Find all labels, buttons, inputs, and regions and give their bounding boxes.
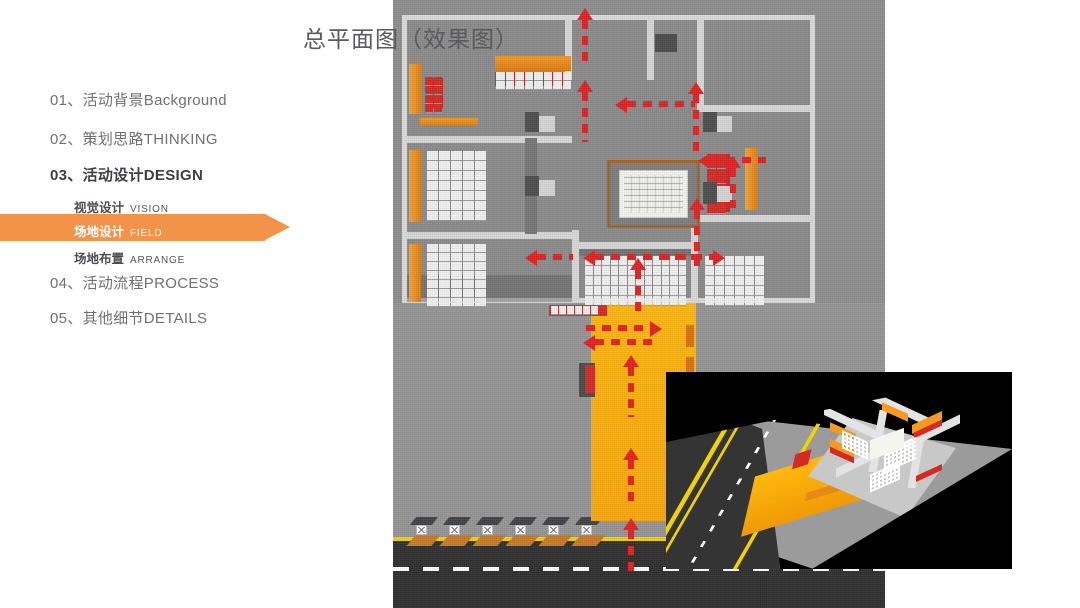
kiosk [535, 180, 555, 196]
central-exhibit-platform [607, 160, 700, 228]
flow-arrow-up [623, 518, 639, 578]
sidebar-item-01[interactable]: 01、活动背景Background [50, 92, 227, 109]
flow-arrow-up [623, 355, 639, 417]
corridor-side-banner [585, 365, 595, 393]
flow-arrow-left [615, 96, 695, 113]
flow-arrow-right [661, 249, 725, 266]
slide-margin-right-top [885, 0, 1080, 372]
corridor-text-strip [686, 357, 694, 379]
chairs-stage [496, 72, 571, 89]
kiosk-shadow [525, 112, 539, 132]
main-stage-banner [495, 56, 571, 71]
flow-arrow-left [583, 249, 703, 266]
corridor-counter-chairs [551, 306, 598, 314]
partition-wall [572, 230, 579, 302]
highlight-arrow-tip-icon [265, 214, 290, 240]
flow-arrow-up [725, 156, 741, 208]
subitem-arrange-cn: 场地布置 [74, 252, 125, 266]
corner-shadow [655, 34, 677, 52]
exhibit-display-board [619, 170, 688, 218]
flag-icon [406, 516, 441, 548]
flag-icon [505, 516, 540, 548]
subitem-vision-cn: 视觉设计 [74, 201, 125, 215]
chairs-topleft [425, 77, 442, 112]
curb-yellow-line [393, 537, 885, 541]
partition-wall [697, 215, 812, 222]
flag-banner-row [406, 516, 606, 548]
kiosk-shadow [703, 112, 717, 132]
stage-backdrop-midleft [409, 150, 421, 222]
stage-backdrop-topleft [409, 64, 422, 114]
kiosk [535, 116, 555, 132]
flow-arrow-up [630, 258, 646, 314]
partition-wall [697, 105, 812, 112]
chairs-midleft [427, 151, 486, 220]
partition-wall [407, 232, 572, 239]
partition-wall [697, 20, 704, 112]
kiosk [712, 116, 732, 132]
subitem-field-en: FIELD [130, 228, 163, 239]
kiosk [712, 186, 732, 202]
sidebar-item-05[interactable]: 05、其他细节DETAILS [50, 310, 208, 327]
flow-arrow-up [623, 448, 639, 506]
flag-icon [538, 516, 573, 548]
flow-arrow-left [583, 334, 655, 351]
flow-arrow-up [577, 8, 593, 66]
sidebar-item-03[interactable]: 03、活动设计DESIGN [50, 167, 204, 184]
subitem-field-cn: 场地设计 [74, 225, 125, 239]
subitem-vision-en: VISION [130, 204, 169, 215]
kiosk-shadow [525, 176, 539, 196]
highlight-bar-body [0, 214, 265, 241]
slide-margin-right-bottom [885, 569, 1080, 608]
flow-arrow-up [688, 82, 704, 152]
flow-arrow-right [586, 320, 662, 337]
hall-front-wall [579, 242, 691, 249]
corridor-text-strip [686, 325, 694, 347]
active-subitem-highlight [0, 214, 290, 241]
chairs-bottomleft [427, 244, 486, 306]
chairs-center-hall [585, 256, 686, 305]
flag-icon [571, 516, 606, 548]
partition-wall [565, 20, 572, 80]
sidebar-subitem-arrange[interactable]: 场地布置 ARRANGE [74, 248, 185, 267]
wall-shadow [579, 248, 691, 256]
inset-3d-render [666, 372, 1012, 569]
flow-arrow-left [525, 249, 573, 266]
partition-wall [647, 20, 654, 80]
flag-icon [439, 516, 474, 548]
sidebar-subitem-vision[interactable]: 视觉设计 VISION [74, 197, 169, 216]
stage-backdrop-midright [745, 148, 758, 210]
partition-wall [407, 136, 572, 143]
road-lane-dashes [393, 567, 885, 571]
kiosk-shadow [703, 182, 717, 204]
stage-backdrop-bottomleft [409, 244, 421, 302]
sidebar-nav: 01、活动背景Background 02、策划思路THINKING 03、活动设… [0, 0, 393, 608]
sidebar-item-02[interactable]: 02、策划思路THINKING [50, 131, 218, 148]
render-building [808, 386, 960, 518]
counter-bar-topleft [420, 118, 478, 125]
flow-arrow-up [577, 80, 593, 142]
stage-red-seating [495, 72, 571, 86]
page-title: 总平面图（效果图） [303, 27, 519, 53]
flag-icon [472, 516, 507, 548]
chairs-bottomright [705, 256, 764, 305]
flow-arrow-up [689, 198, 705, 266]
sidebar-item-04[interactable]: 04、活动流程PROCESS [50, 275, 220, 292]
subitem-arrange-en: ARRANGE [130, 255, 186, 266]
sidebar-subitem-field[interactable]: 场地设计 FIELD [74, 221, 162, 240]
wall-shadow [407, 275, 572, 302]
